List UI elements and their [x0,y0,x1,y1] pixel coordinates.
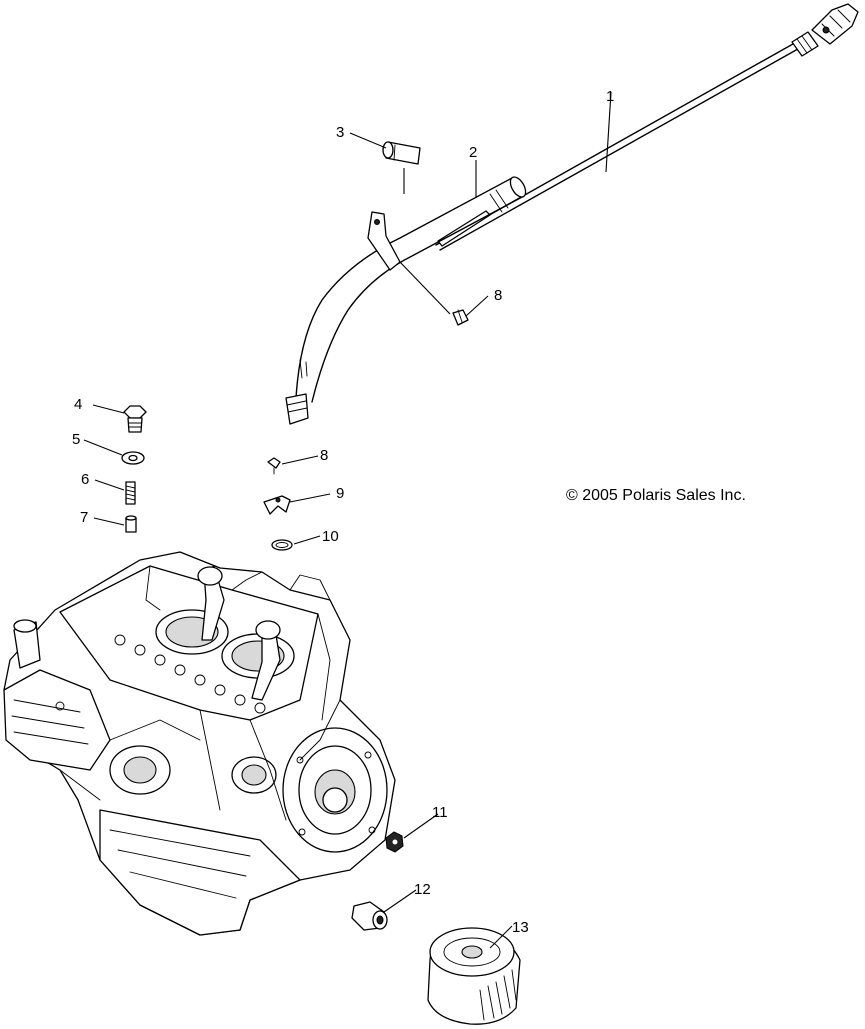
sleeve-part [382,141,421,194]
callout-9: 9 [336,485,344,502]
copyright-notice: © 2005 Polaris Sales Inc. [566,487,746,504]
nut-part [385,831,404,853]
leader-lines [83,91,612,949]
callout-5: 5 [72,431,80,448]
crankcase-part [3,551,396,936]
callout-10: 10 [322,528,339,545]
o-ring-part [271,539,293,551]
callout-12: 12 [414,881,431,898]
spring-part [125,481,136,505]
oil-filter-part [427,927,521,1025]
callout-11: 11 [432,804,448,821]
bolt-part-lower [267,457,281,475]
callout-13: 13 [512,919,529,936]
callout-7: 7 [80,509,88,526]
bolt-part-upper [399,261,469,326]
drain-plug-part [123,405,147,433]
callout-3: 3 [336,124,344,141]
callout-4: 4 [74,396,82,413]
dipstick-tube-part [285,176,527,425]
washer-part [121,451,145,465]
callout-8-upper: 8 [494,287,502,304]
callout-1: 1 [606,88,614,105]
plunger-part [125,515,137,533]
fitting-part [351,901,388,931]
dipstick-part [435,3,859,251]
callout-8-lower: 8 [320,447,328,464]
callout-2: 2 [469,144,477,161]
callout-6: 6 [81,471,89,488]
clip-part [263,495,291,515]
